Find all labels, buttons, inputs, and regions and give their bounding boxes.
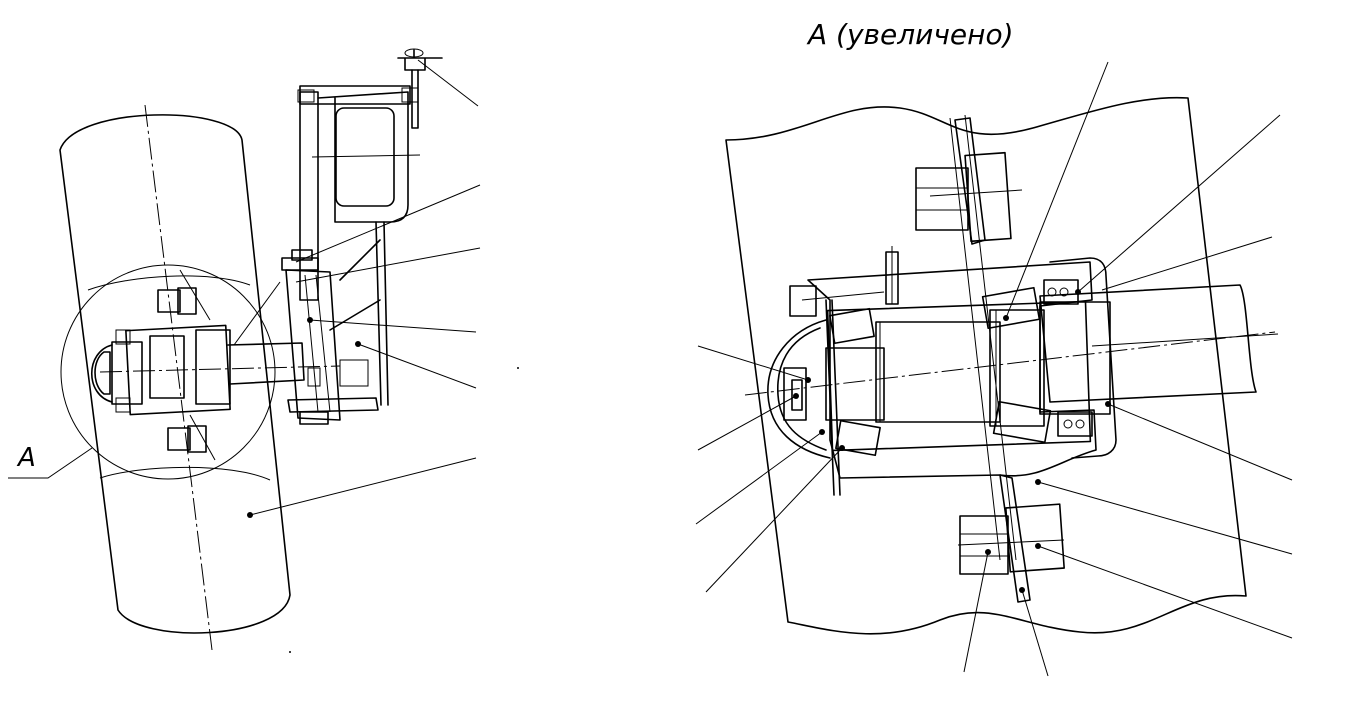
tyre-inner-edge <box>99 466 271 481</box>
tyre-rim-line <box>949 114 1017 561</box>
hub-flange-upper <box>954 117 986 245</box>
bearings <box>829 279 1093 457</box>
tyre-inner-edge-top <box>87 275 251 291</box>
tyre-section-outline <box>725 96 1247 635</box>
enlarged-view: A (увеличено) <box>695 18 1293 677</box>
wheel-centerline <box>144 104 213 651</box>
tyre-outline <box>59 114 291 634</box>
dust-cap <box>767 299 841 496</box>
strut-frame <box>233 48 443 425</box>
main-view: A <box>8 48 519 653</box>
detail-label-a: A <box>16 443 36 473</box>
enlarged-view-title: A (увеличено) <box>806 18 1014 51</box>
hub <box>90 269 341 461</box>
leaders-left <box>247 59 519 653</box>
axle-shaft <box>744 284 1276 403</box>
detail-circle-a <box>60 264 276 480</box>
detail-a-leader <box>8 447 93 479</box>
wheel-bolts <box>789 151 1065 575</box>
leaders-right <box>695 61 1293 677</box>
hub-flange-lower <box>999 474 1031 603</box>
seal-cover <box>1049 257 1117 459</box>
